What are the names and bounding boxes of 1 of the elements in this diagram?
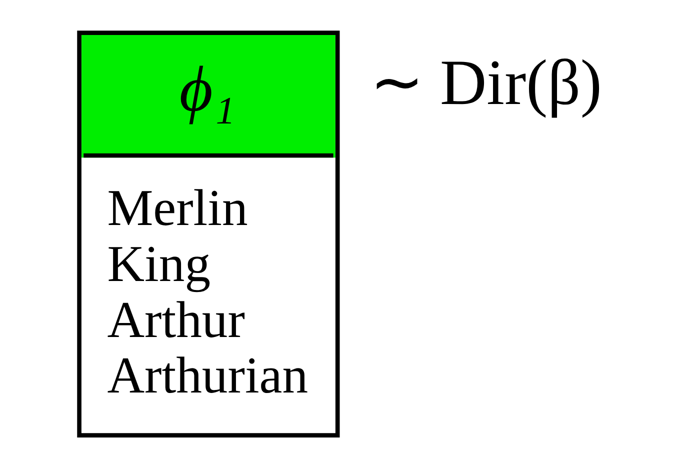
node-label: ∼ Dir(β) xyxy=(369,46,602,118)
